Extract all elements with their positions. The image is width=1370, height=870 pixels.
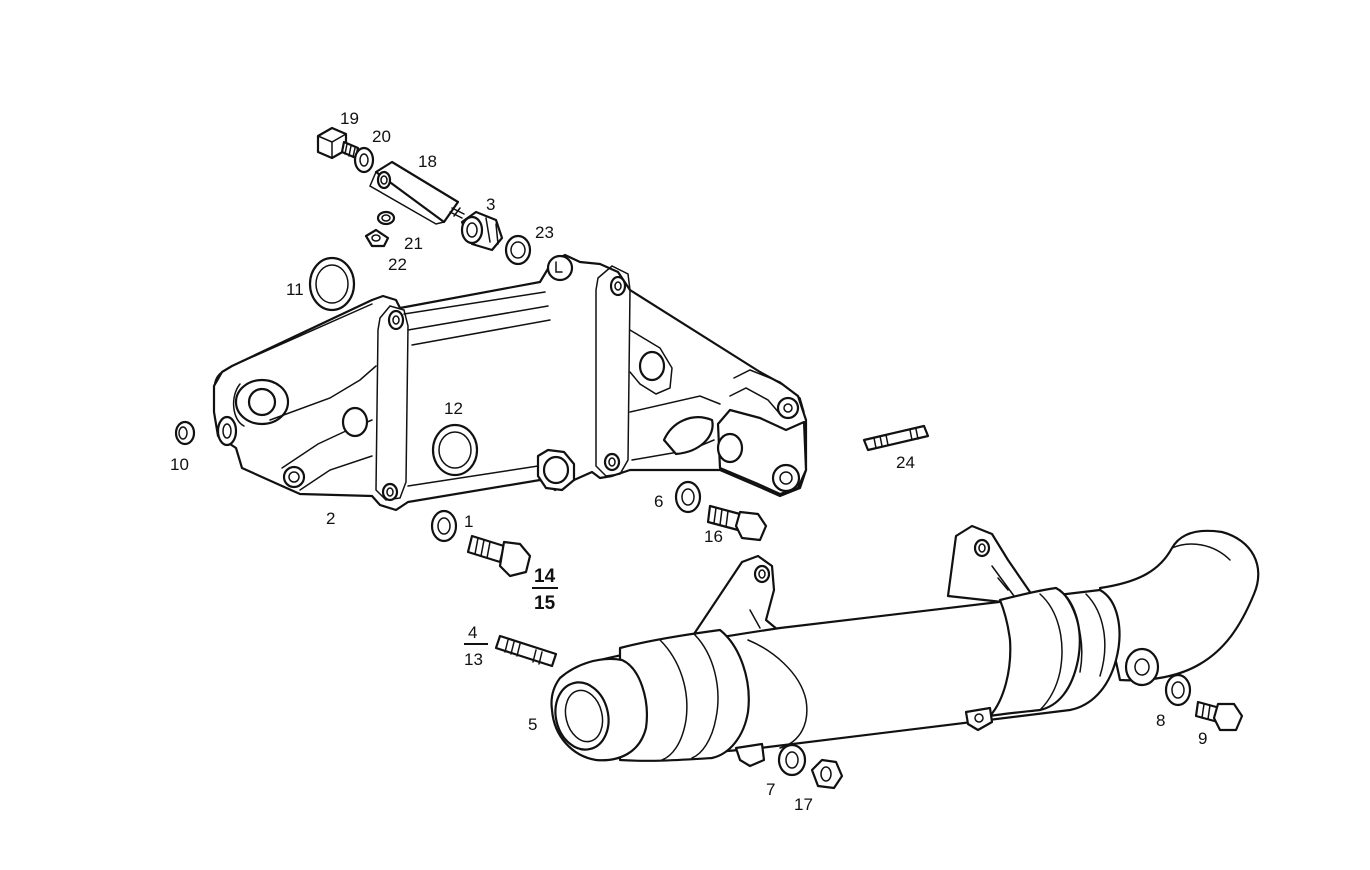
banjo-fitting-18: [369, 160, 465, 225]
callout-9: 9: [1198, 729, 1207, 748]
bolt-19: [316, 126, 360, 160]
washer-1: [430, 509, 458, 543]
callout-11: 11: [286, 280, 304, 299]
nut-17: [810, 758, 844, 790]
callout-22: 22: [388, 255, 407, 274]
gasket-11: [308, 256, 356, 312]
callout-5: 5: [528, 715, 537, 734]
exhaust-pipe: [550, 524, 1260, 768]
washer-22: [364, 228, 390, 248]
bolt-16: [706, 504, 768, 542]
washer-23: [504, 234, 532, 266]
callout-8: 8: [1156, 711, 1165, 730]
callout-16: 16: [704, 527, 723, 546]
callout-1: 1: [464, 512, 473, 531]
bushing-10: [174, 420, 196, 446]
callout-4: 4: [468, 623, 477, 642]
callout-15: 15: [534, 593, 556, 614]
callout-21: 21: [404, 234, 423, 253]
stud-24: [862, 424, 930, 452]
callout-24: 24: [896, 453, 915, 472]
callout-6: 6: [654, 492, 663, 511]
bolt-14-15: [466, 534, 532, 578]
washer-20: [353, 146, 375, 174]
manifold-bracket: [212, 253, 808, 512]
callout-17: 17: [794, 795, 813, 814]
washer-7: [777, 743, 807, 777]
callout-7: 7: [766, 780, 775, 799]
callout-10: 10: [170, 455, 189, 474]
callout-18: 18: [418, 152, 437, 171]
callout-14: 14: [534, 566, 556, 587]
washer-6: [674, 480, 702, 514]
callout-19: 19: [340, 109, 359, 128]
washer-21: [376, 210, 396, 226]
callout-23: 23: [535, 223, 554, 242]
callout-12: 12: [444, 399, 463, 418]
callout-2: 2: [326, 509, 335, 528]
stud-4-13: [494, 634, 558, 668]
union-nut-3: [460, 210, 504, 252]
callout-20: 20: [372, 127, 391, 146]
callout-3: 3: [486, 195, 495, 214]
washer-8: [1164, 673, 1192, 707]
callout-13: 13: [464, 650, 483, 669]
bolt-9: [1194, 700, 1244, 732]
